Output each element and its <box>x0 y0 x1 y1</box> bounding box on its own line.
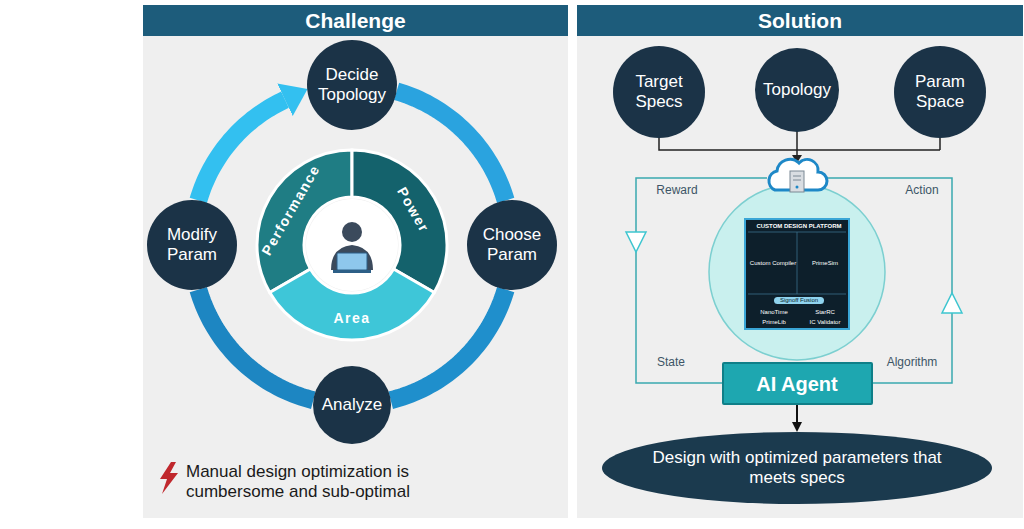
step-label: Modify Param <box>155 225 229 264</box>
output-arrow <box>796 405 798 422</box>
agent-label: AI Agent <box>756 372 837 396</box>
label-holder: Algorithm <box>887 355 938 369</box>
step-label: Decide Topology <box>315 65 389 104</box>
panel-header: Solution <box>577 5 1023 36</box>
platform-screen: CUSTOM DESIGN PLATFORMCustom CompilerPri… <box>744 218 850 330</box>
server-slots <box>793 176 801 180</box>
label-holder: Manual design optimization is cumbersome… <box>186 462 471 503</box>
server-light <box>796 186 799 189</box>
step-label: Choose Param <box>475 225 549 264</box>
person-body <box>331 245 373 270</box>
tool-name: Custom Compiler <box>748 260 798 267</box>
loop-label: Reward <box>656 183 697 197</box>
flow-triangle <box>942 293 962 313</box>
loop-label: Action <box>905 183 938 197</box>
flow-triangle <box>626 232 646 252</box>
step-circle: Topology <box>755 48 839 132</box>
cycle-arrow <box>397 91 506 200</box>
cycle-arrow <box>198 290 313 401</box>
step-circle: Analyze <box>313 366 391 444</box>
loop-label: State <box>657 355 685 369</box>
label-holder: Performance <box>258 162 324 259</box>
label-holder: Reward <box>656 183 697 197</box>
input-lines <box>659 130 940 155</box>
server-icon <box>790 171 804 192</box>
label-holder: State <box>657 355 685 369</box>
loop-label: Algorithm <box>887 355 938 369</box>
tool-slot: Signoff Fusion <box>774 297 824 304</box>
step-circle: Decide Topology <box>307 40 397 130</box>
result-label: Design with optimized parameters that me… <box>652 448 942 489</box>
label-holder: Area <box>333 310 370 327</box>
donut-hole <box>306 199 398 291</box>
tool-name: IC Validator <box>800 319 850 326</box>
label-holder: Power <box>393 184 432 235</box>
tool-slot: PrimeLib <box>749 319 799 326</box>
laptop-icon <box>337 253 367 270</box>
loop-line <box>636 178 952 383</box>
tool-name: PrimeSim <box>800 260 850 267</box>
tool-name: NanoTime <box>749 309 799 316</box>
panel-header: Challenge <box>143 5 568 36</box>
panel-ground <box>143 36 568 518</box>
step-circle: Target Specs <box>613 46 705 138</box>
lightning-icon <box>160 462 178 494</box>
panel: Target Specs Topology Param SpaceCUSTOM DE… <box>577 5 1023 518</box>
person-head <box>342 222 362 242</box>
tool-name: PrimeLib <box>749 319 799 326</box>
tool-slot: PrimeSim <box>800 260 850 267</box>
tool-slot: StarRC <box>800 309 850 316</box>
note-text: Manual design optimization is cumbersome… <box>186 462 471 503</box>
metric-label: Performance <box>258 162 324 259</box>
step-label: Target Specs <box>621 72 697 111</box>
cycle-arrow <box>198 100 285 201</box>
step-label: Topology <box>763 80 831 100</box>
metric-label: Area <box>333 310 370 327</box>
panel-ground <box>577 36 1023 518</box>
step-label: Param Space <box>902 72 978 111</box>
step-circle: Choose Param <box>467 200 557 290</box>
metric-label: Power <box>393 184 432 235</box>
step-label: Analyze <box>322 395 382 415</box>
cycle-arrow <box>391 290 506 401</box>
tool-slot: NanoTime <box>749 309 799 316</box>
tool-slot: IC Validator <box>800 319 850 326</box>
platform-circle <box>709 184 885 360</box>
tool-name: StarRC <box>800 309 850 316</box>
result-ellipse: Design with optimized parameters that me… <box>602 432 992 504</box>
panel: Decide TopologyChoose ParamAnalyze Modify… <box>143 5 568 518</box>
tool-name: Signoff Fusion <box>774 297 824 304</box>
agent-box: AI Agent <box>722 362 873 405</box>
tool-slot: Custom Compiler <box>748 260 798 267</box>
tool-name: CUSTOM DESIGN PLATFORM <box>746 223 852 230</box>
step-circle: Param Space <box>894 46 986 138</box>
label-holder: Action <box>905 183 938 197</box>
laptop-base <box>333 270 371 273</box>
step-circle: Modify Param <box>147 200 237 290</box>
tool-slot: CUSTOM DESIGN PLATFORM <box>746 223 852 230</box>
